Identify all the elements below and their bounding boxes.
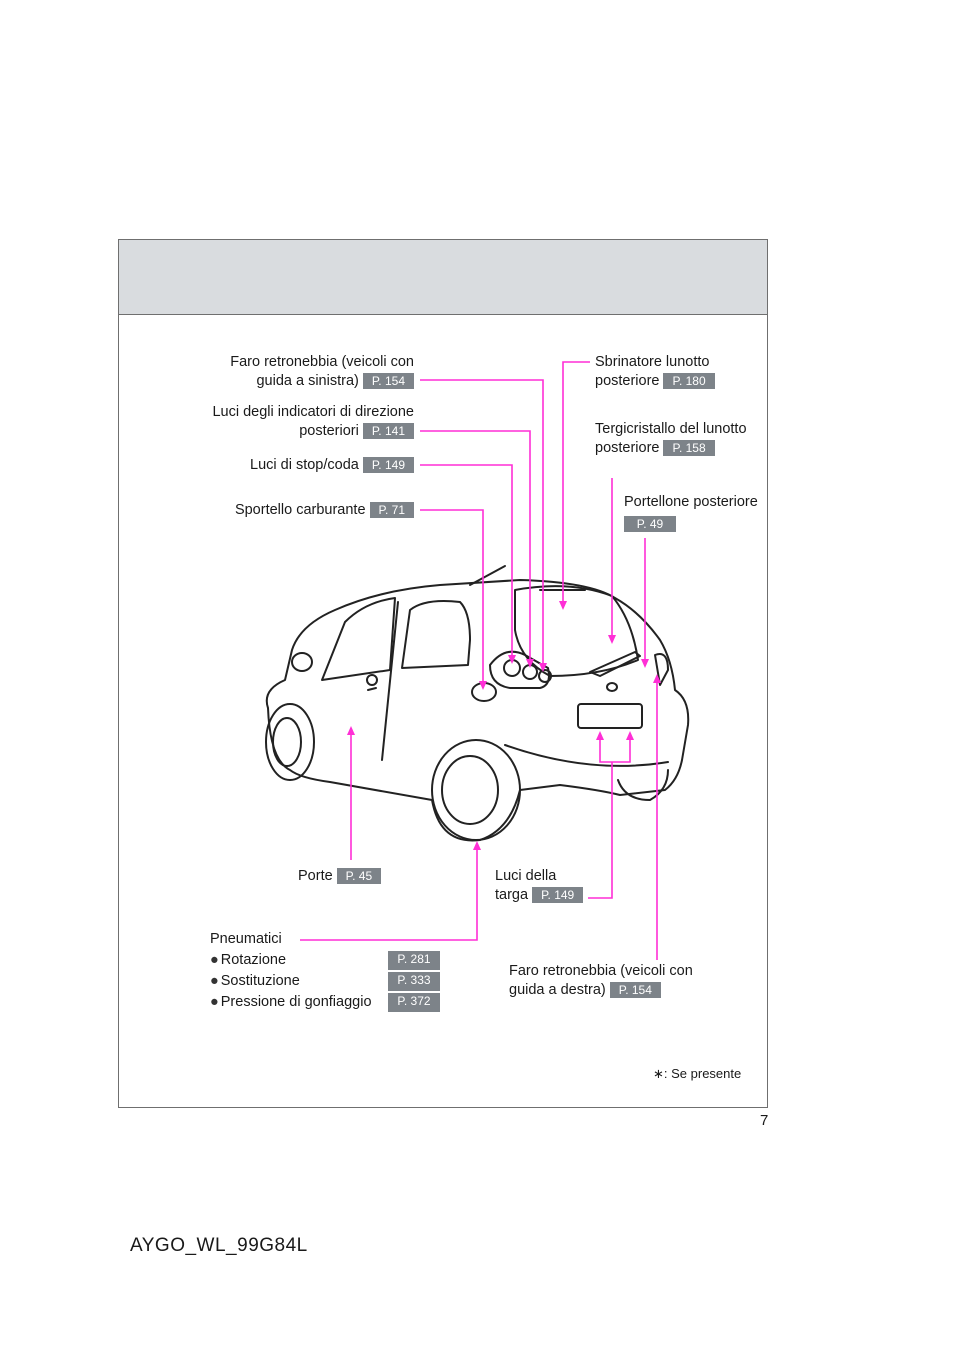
label-text: Luci della xyxy=(495,868,557,884)
door-line xyxy=(381,601,399,761)
rear-bumper xyxy=(504,744,669,767)
page-ref-tag[interactable]: P. 154 xyxy=(609,982,661,999)
label-text: Portellone posteriore xyxy=(624,494,758,510)
page-ref-tag[interactable]: P. 149 xyxy=(362,457,414,474)
label-text: Luci di stop/coda xyxy=(250,457,359,473)
pneumatici-title: Pneumatici xyxy=(210,931,282,947)
label-text: guida a sinistra) xyxy=(256,373,359,389)
rear-wheel-rim xyxy=(441,755,499,825)
pneumatici-item-rotazione: ●Rotazione P. 281 xyxy=(210,951,440,970)
label-text: Luci degli indicatori di direzione xyxy=(212,404,414,420)
page-ref-tag[interactable]: P. 149 xyxy=(532,887,584,904)
frame-header-bar xyxy=(119,240,767,315)
leader-stop xyxy=(420,464,513,660)
rear-wiper xyxy=(589,651,641,677)
page-ref-tag[interactable]: P. 141 xyxy=(362,423,414,440)
page-ref-tag[interactable]: P. 180 xyxy=(663,373,715,390)
label-text: Faro retronebbia (veicoli con xyxy=(509,963,693,979)
label-text: Sbrinatore lunotto xyxy=(595,354,710,370)
document-code: AYGO_WL_99G84L xyxy=(130,1235,308,1256)
optional-note: ∗: Se presente xyxy=(653,1066,742,1081)
label-text: guida a destra) xyxy=(509,982,606,998)
page-ref-tag[interactable]: P. 158 xyxy=(663,440,715,457)
page-ref-tag[interactable]: P. 372 xyxy=(388,993,440,1012)
label-text: Tergicristallo del lunotto xyxy=(595,421,747,437)
bullet-icon: ● xyxy=(210,952,219,968)
label-portellone-posteriore: Portellone posteriore P. 49 xyxy=(624,493,758,534)
label-text: Sostituzione xyxy=(220,973,300,989)
leader-indicatori xyxy=(420,430,531,664)
label-faro-retronebbia-sx: Faro retronebbia (veicoli con guida a si… xyxy=(230,353,414,391)
label-text: Faro retronebbia (veicoli con xyxy=(230,354,414,370)
leader-pneumatici xyxy=(300,845,478,941)
bullet-icon: ● xyxy=(210,973,219,989)
antenna xyxy=(469,565,506,586)
page-ref-tag[interactable]: P. 45 xyxy=(336,868,382,885)
license-plate-recess xyxy=(577,703,643,729)
side-window-front xyxy=(321,597,396,681)
label-indicatori-direzione: Luci degli indicatori di direzione poste… xyxy=(212,403,414,441)
right-rear-wheel xyxy=(617,769,669,801)
car-body-outline xyxy=(265,579,690,842)
label-text: posteriore xyxy=(595,440,660,456)
content-frame xyxy=(118,239,768,1108)
page-ref-tag[interactable]: P. 333 xyxy=(388,972,440,991)
rear-wheel xyxy=(431,739,521,841)
leader-faro-sx xyxy=(420,379,544,668)
leader-targa xyxy=(588,735,631,899)
label-text: Rotazione xyxy=(220,952,287,968)
brand-logo xyxy=(606,682,618,692)
leader-arrowheads xyxy=(347,601,661,850)
side-mirror xyxy=(291,652,313,672)
page-number: 7 xyxy=(760,1112,769,1129)
page-ref-tag[interactable]: P. 71 xyxy=(369,502,414,519)
label-text: Pressione di gonfiaggio xyxy=(220,994,372,1010)
page-ref-tag[interactable]: P. 154 xyxy=(362,373,414,390)
bullet-icon: ● xyxy=(210,994,219,1010)
front-wheel-rim xyxy=(272,717,302,767)
leader-carburante xyxy=(420,509,484,686)
rear-window xyxy=(514,585,639,677)
label-text: Porte xyxy=(298,868,333,884)
taillight-right xyxy=(654,653,669,686)
side-window-rear xyxy=(401,600,471,669)
front-wheel xyxy=(265,703,315,781)
label-text: posteriori xyxy=(299,423,359,439)
door-handle xyxy=(367,687,377,691)
label-text: targa xyxy=(495,887,529,903)
leader-sbrinatore xyxy=(562,361,590,606)
label-text: Sportello carburante xyxy=(234,502,366,518)
label-faro-retronebbia-dx: Faro retronebbia (veicoli con guida a de… xyxy=(509,962,693,1000)
pneumatici-item-sostituzione: ●Sostituzione P. 333 xyxy=(210,972,440,991)
pneumatici-item-pressione: ●Pressione di gonfiaggio P. 372 xyxy=(210,993,440,1012)
label-text: posteriore xyxy=(595,373,660,389)
page-ref-tag[interactable]: P. 281 xyxy=(388,951,440,970)
page-ref-tag[interactable]: P. 49 xyxy=(624,516,676,533)
pneumatici-block: Pneumatici ●Rotazione P. 281 ●Sostituzio… xyxy=(210,930,442,1012)
